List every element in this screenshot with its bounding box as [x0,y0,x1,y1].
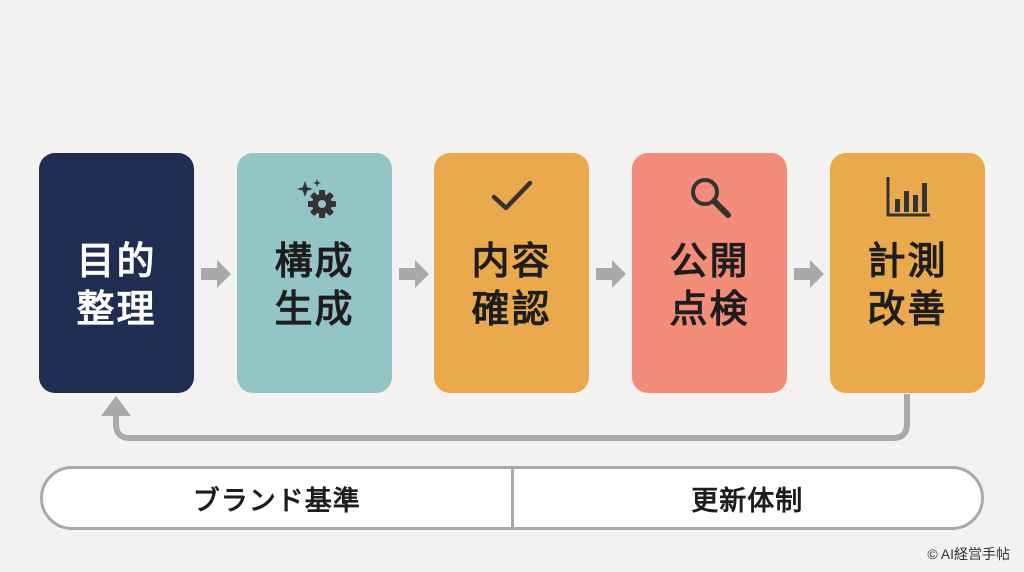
step-label: 構成 生成 [274,239,355,331]
step-label: 計測 改善 [867,239,948,331]
checkmark-icon [488,173,536,221]
step-label: 目的 整理 [76,239,157,331]
step-card-4: 公開 点検 [632,153,787,393]
update-system-label: 更新体制 [691,485,804,517]
arrow-right-icon [792,257,826,291]
bar-chart-icon [884,173,932,221]
step-card-1: 目的 整理 [39,153,194,393]
arrow-right-icon [594,257,628,291]
arrow-right-icon [397,257,431,291]
copyright-text: © AI経営手帖 [927,546,1010,562]
step-card-3: 内容 確認 [434,153,589,393]
step-label: 内容 確認 [471,239,552,331]
step-card-2: 構成 生成 [237,153,392,393]
step-label: 公開 点検 [669,239,750,331]
brand-standard-label: ブランド基準 [192,485,361,517]
bar-divider [510,466,514,530]
arrow-right-icon [199,257,233,291]
foundation-bar: ブランド基準 更新体制 [40,466,984,530]
step-card-5: 計測 改善 [830,153,985,393]
magnifier-icon [686,173,734,221]
sparkle-gear-icon [291,173,339,221]
